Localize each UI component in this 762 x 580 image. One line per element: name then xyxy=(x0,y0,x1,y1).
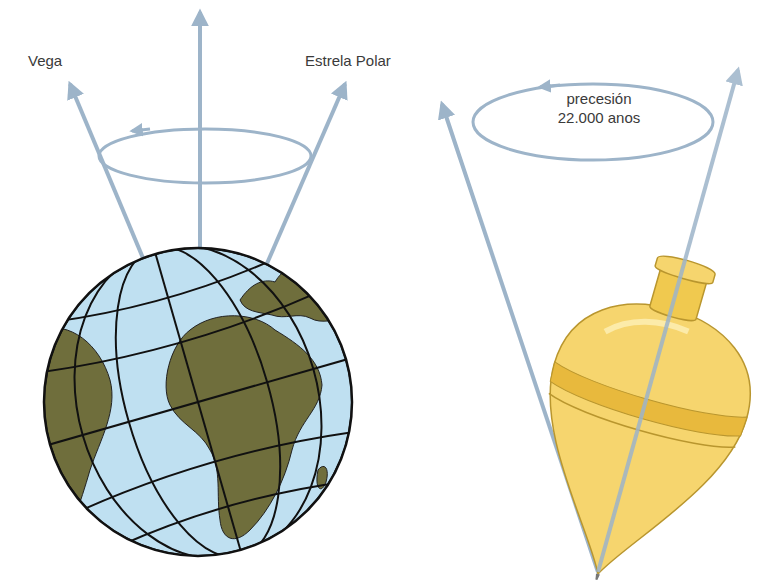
earth-axes xyxy=(70,12,345,275)
star-label: Estrela Polar xyxy=(305,52,391,71)
earth-globe xyxy=(0,199,408,580)
star-label: Vega xyxy=(28,52,62,71)
spinning-top xyxy=(500,233,762,580)
top-axis xyxy=(598,70,738,572)
precession-label: precesión 22.000 anos xyxy=(553,90,645,128)
